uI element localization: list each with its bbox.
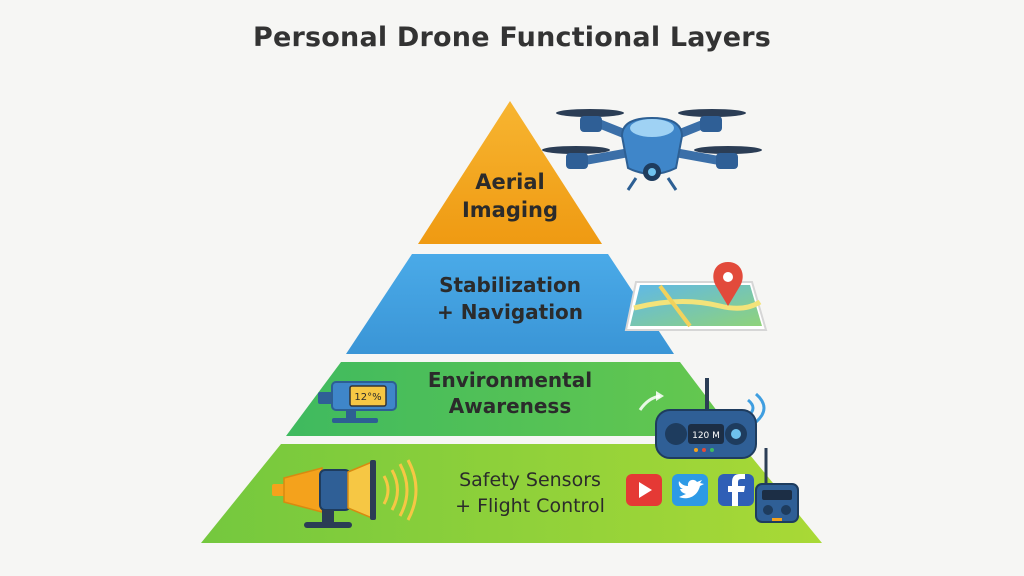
layer-label-line: Stabilization: [439, 273, 581, 297]
layer-label-aerial-imaging: Aerial Imaging: [430, 168, 590, 225]
layer-label-line: Awareness: [448, 394, 572, 418]
layer-label-line: + Flight Control: [455, 494, 605, 517]
drone-icon: [542, 109, 762, 191]
thermal-readout: 12°%: [354, 392, 381, 403]
layer-label-line: Safety Sensors: [459, 469, 601, 491]
layer-label-line: Aerial: [475, 170, 545, 194]
facebook-icon: [718, 474, 754, 506]
twitter-icon: [672, 474, 708, 506]
youtube-icon: [626, 474, 662, 506]
layer-environmental-awareness: [286, 362, 736, 436]
layer-stabilization-navigation: [346, 254, 674, 354]
layer-label-line: + Navigation: [436, 300, 584, 324]
radio-transmitter-icon: [755, 448, 799, 523]
remote-display: 120 M: [692, 431, 720, 441]
radar-emitter-icon: [272, 459, 418, 528]
layer-label-stabilization-navigation: Stabilization + Navigation: [380, 272, 640, 326]
thermal-camera-icon: 12°%: [318, 381, 397, 423]
layer-label-environmental-awareness: Environmental Awareness: [380, 367, 640, 419]
page-title: Personal Drone Functional Layers: [253, 22, 771, 53]
remote-controller-icon: 120 M: [655, 378, 766, 459]
map-pin-icon: [624, 262, 768, 331]
layer-aerial-imaging: [418, 101, 602, 244]
layer-label-safety-flight-control: Safety Sensors + Flight Control: [400, 468, 660, 519]
layer-label-line: Environmental: [427, 368, 593, 392]
layer-label-line: Imaging: [461, 198, 559, 223]
